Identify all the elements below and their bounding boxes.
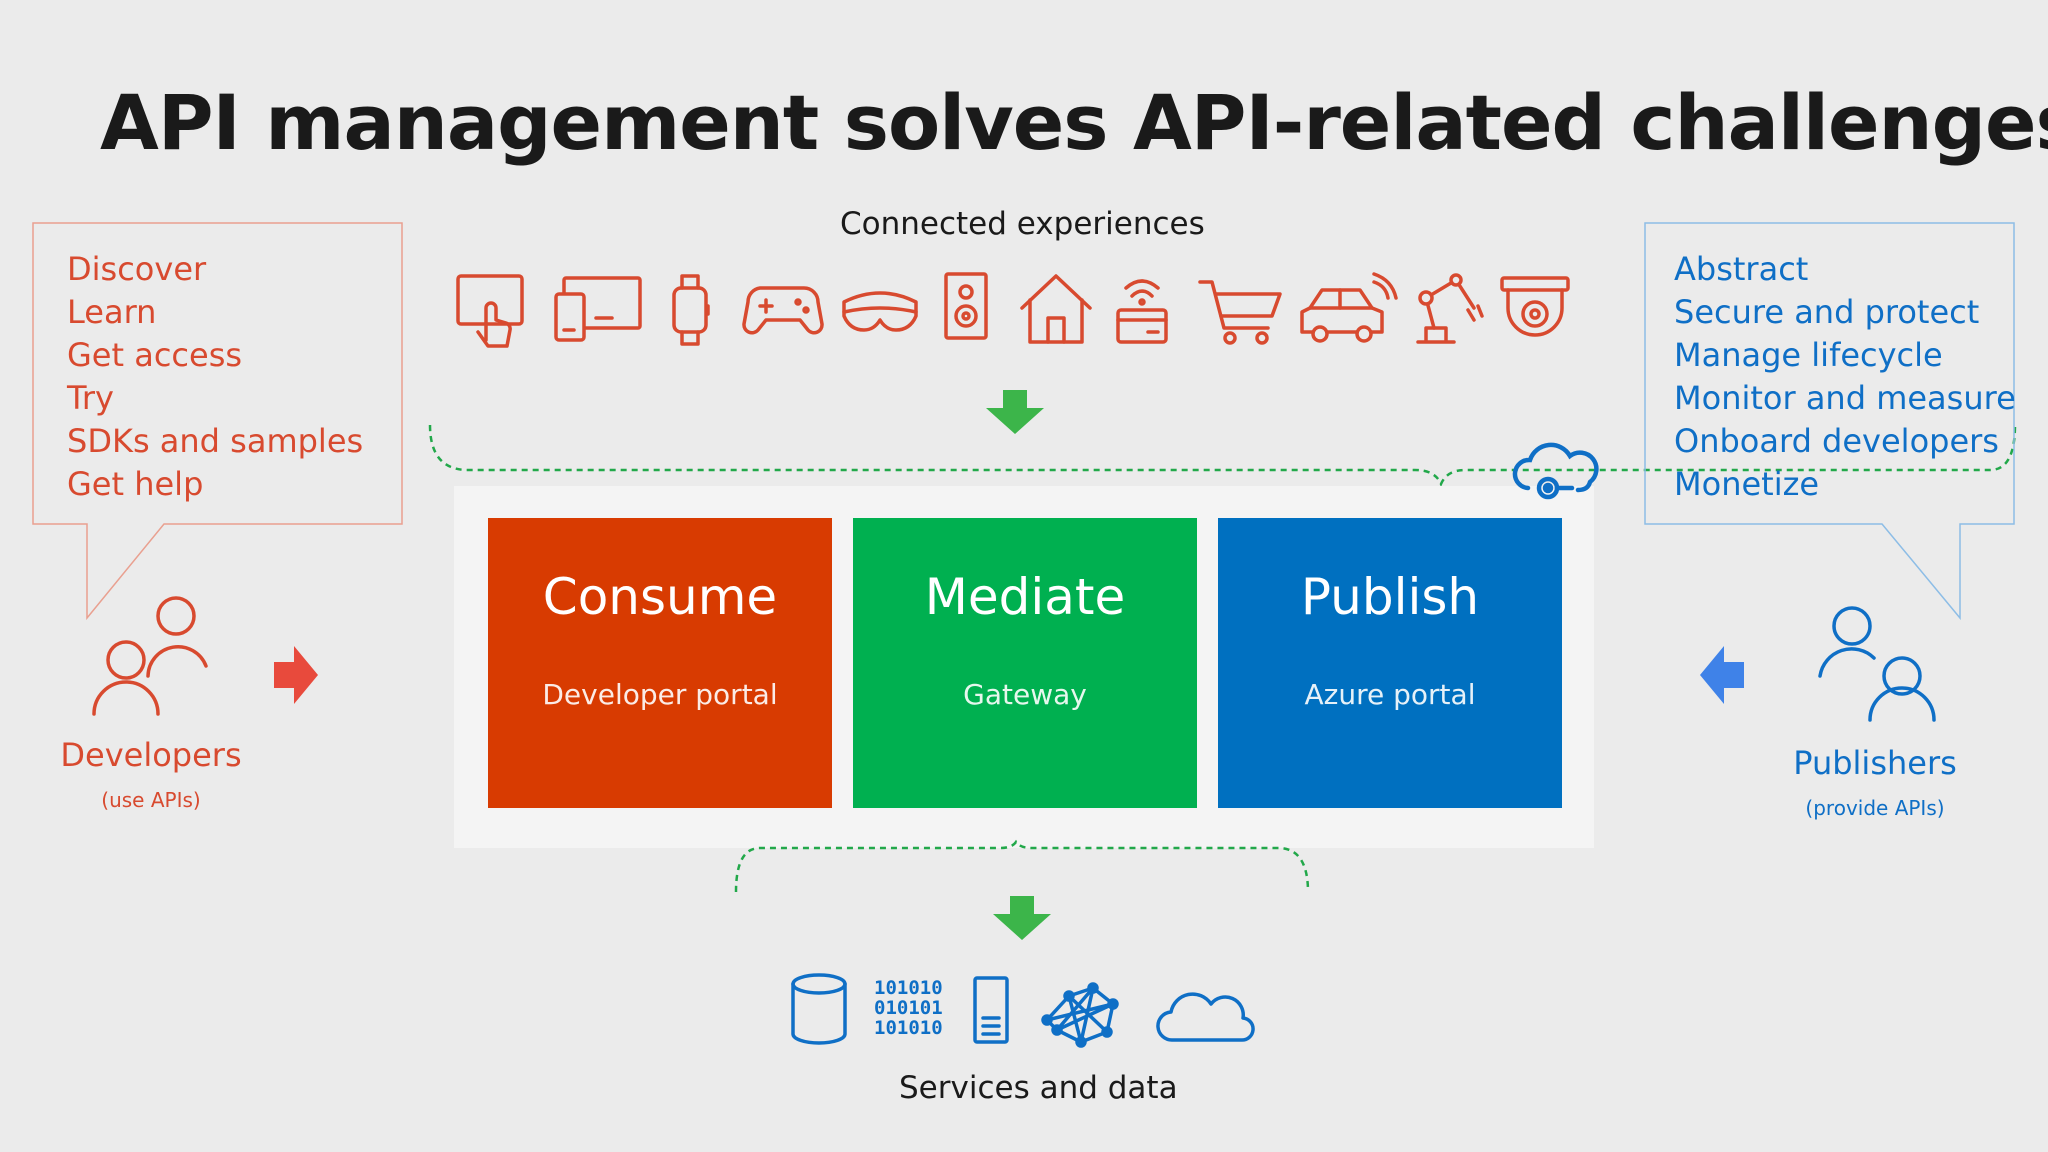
cloud-gear-icon	[1512, 442, 1599, 500]
publishers-label: Publishers	[1793, 744, 1957, 782]
developer-tasks-list: Discover Learn Get access Try SDKs and s…	[67, 248, 363, 506]
binary-line-2: 010101	[874, 997, 943, 1019]
connected-experiences-label: Connected experiences	[840, 206, 1205, 242]
shopping-cart-icon	[1198, 280, 1282, 345]
developer-task-item: Learn	[67, 293, 157, 331]
smartwatch-icon	[672, 274, 710, 346]
page-title: API management solves API-related challe…	[100, 78, 2048, 167]
publisher-arrow-icon	[1700, 646, 1744, 704]
publisher-task-item: Secure and protect	[1674, 293, 1980, 331]
binary-data-icon: 101010 010101 101010	[874, 978, 943, 1038]
developers-people-icon	[92, 596, 208, 716]
mediate-subtitle: Gateway	[963, 678, 1087, 711]
robot-arm-icon	[1416, 273, 1484, 344]
consume-subtitle: Developer portal	[542, 678, 778, 711]
developers-note: (use APIs)	[101, 788, 201, 812]
cloud-icon	[1156, 992, 1255, 1042]
top-dashed-bracket	[428, 424, 2017, 488]
binary-line-3: 101010	[874, 1017, 943, 1039]
consume-title: Consume	[542, 568, 778, 626]
publisher-callout-shape	[1644, 222, 2015, 621]
consume-box: Consume Developer portal	[488, 518, 832, 808]
arrow-down-top-icon	[986, 390, 1044, 434]
devices-icon	[554, 276, 642, 342]
publish-title: Publish	[1300, 568, 1480, 626]
data-icons-row	[791, 973, 1255, 1048]
developer-task-item: Discover	[67, 250, 207, 288]
publisher-task-item: Monitor and measure	[1674, 379, 2016, 417]
publishers-people-icon	[1818, 606, 1936, 722]
publisher-tasks-list: Abstract Secure and protect Manage lifec…	[1674, 248, 2016, 506]
mediate-box: Mediate Gateway	[853, 518, 1197, 808]
services-and-data-label: Services and data	[899, 1070, 1178, 1106]
developer-task-item: Get help	[67, 465, 204, 503]
developers-label: Developers	[60, 736, 242, 774]
database-icon	[791, 973, 847, 1045]
developer-arrow-icon	[274, 646, 318, 704]
arrow-down-bottom-icon	[993, 896, 1051, 940]
developer-task-item: Try	[67, 379, 114, 417]
publish-box: Publish Azure portal	[1218, 518, 1562, 808]
publishers-note: (provide APIs)	[1805, 796, 1945, 820]
network-mesh-icon	[1041, 982, 1119, 1048]
developer-task-item: Get access	[67, 336, 243, 374]
publisher-task-item: Manage lifecycle	[1674, 336, 1943, 374]
binary-line-1: 101010	[874, 977, 943, 999]
vr-headset-icon	[842, 291, 918, 332]
publisher-task-item: Monetize	[1674, 465, 1820, 503]
speaker-icon	[944, 272, 988, 340]
security-camera-icon	[1500, 276, 1570, 337]
server-icon	[973, 976, 1009, 1044]
device-icons-row	[456, 272, 1570, 348]
developer-callout-shape	[32, 222, 403, 621]
bottom-dashed-bracket	[734, 839, 1310, 893]
publisher-task-item: Onboard developers	[1674, 422, 1999, 460]
touch-screen-icon	[456, 274, 524, 348]
developer-task-item: SDKs and samples	[67, 422, 364, 460]
wireless-card-icon	[1116, 279, 1168, 344]
gamepad-icon	[742, 286, 824, 335]
mediate-title: Mediate	[924, 568, 1126, 626]
publish-subtitle: Azure portal	[1304, 678, 1476, 711]
home-icon	[1020, 274, 1092, 344]
connected-car-icon	[1300, 272, 1398, 343]
publisher-task-item: Abstract	[1674, 250, 1809, 288]
